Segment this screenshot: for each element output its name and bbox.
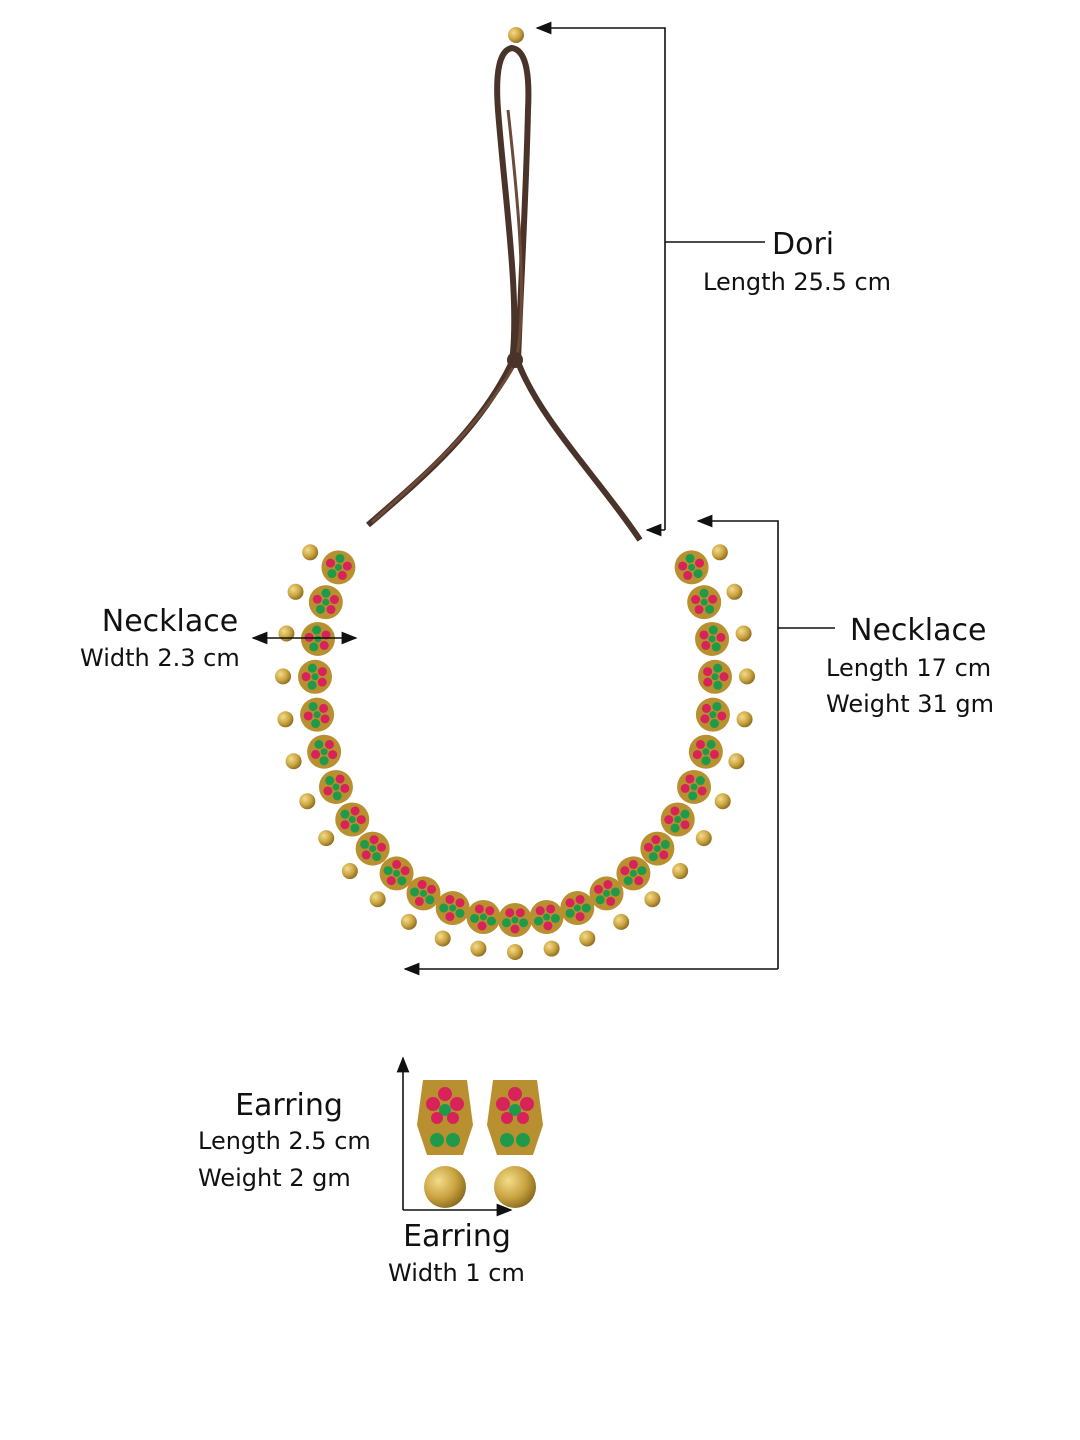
necklace-image	[275, 544, 755, 960]
necklace-motif	[302, 544, 356, 585]
dori-title: Dori	[772, 227, 834, 262]
necklace-motif	[695, 621, 752, 656]
necklace-length-value: Length 17 cm	[826, 654, 991, 682]
necklace-weight-value: Weight 31 gm	[826, 690, 994, 718]
necklace-motif	[589, 876, 630, 930]
necklace-motif	[318, 802, 370, 847]
earrings-image	[417, 1080, 543, 1208]
necklace-motif	[660, 802, 712, 847]
earring-length-value: Length 2.5 cm	[198, 1127, 371, 1155]
necklace-motif	[498, 903, 532, 960]
necklace-motif	[275, 659, 333, 694]
earring-width-value: Width 1 cm	[388, 1259, 525, 1287]
necklace-motif	[287, 583, 343, 620]
necklace-motif	[466, 899, 501, 957]
necklace-motif	[278, 621, 335, 656]
earring-length-title: Earring	[235, 1088, 343, 1123]
necklace-motif	[616, 856, 661, 908]
necklace-motif	[285, 734, 342, 770]
necklace-motif	[341, 831, 390, 880]
earring-right	[487, 1080, 543, 1208]
earring-width-title: Earring	[403, 1219, 511, 1254]
dori-end-bead	[508, 27, 524, 43]
dori-top-arrow	[535, 21, 666, 530]
necklace-motif	[529, 899, 564, 957]
dori-length: Length 25.5 cm	[703, 268, 891, 296]
earring-left	[417, 1080, 473, 1208]
necklace-motif	[369, 856, 414, 908]
dimension-lines	[251, 21, 835, 1217]
dori-cord	[366, 27, 643, 542]
earring-weight-value: Weight 2 gm	[198, 1164, 351, 1192]
necklace-top-arrow	[696, 514, 779, 969]
necklace-motif	[695, 697, 753, 732]
necklace-motif	[560, 891, 596, 947]
necklace-length-title: Necklace	[850, 613, 986, 648]
necklace-motif	[400, 876, 441, 930]
necklace-width-title: Necklace	[102, 604, 238, 639]
necklace-motif	[674, 544, 728, 585]
necklace-motif	[277, 697, 335, 732]
necklace-motif	[697, 659, 755, 694]
necklace-motif	[640, 831, 689, 880]
necklace-motif	[687, 583, 743, 620]
necklace-motif	[688, 734, 745, 770]
necklace-motif	[677, 769, 731, 810]
necklace-motif	[299, 769, 353, 810]
necklace-motif	[434, 891, 470, 947]
necklace-width-value: Width 2.3 cm	[80, 644, 240, 672]
